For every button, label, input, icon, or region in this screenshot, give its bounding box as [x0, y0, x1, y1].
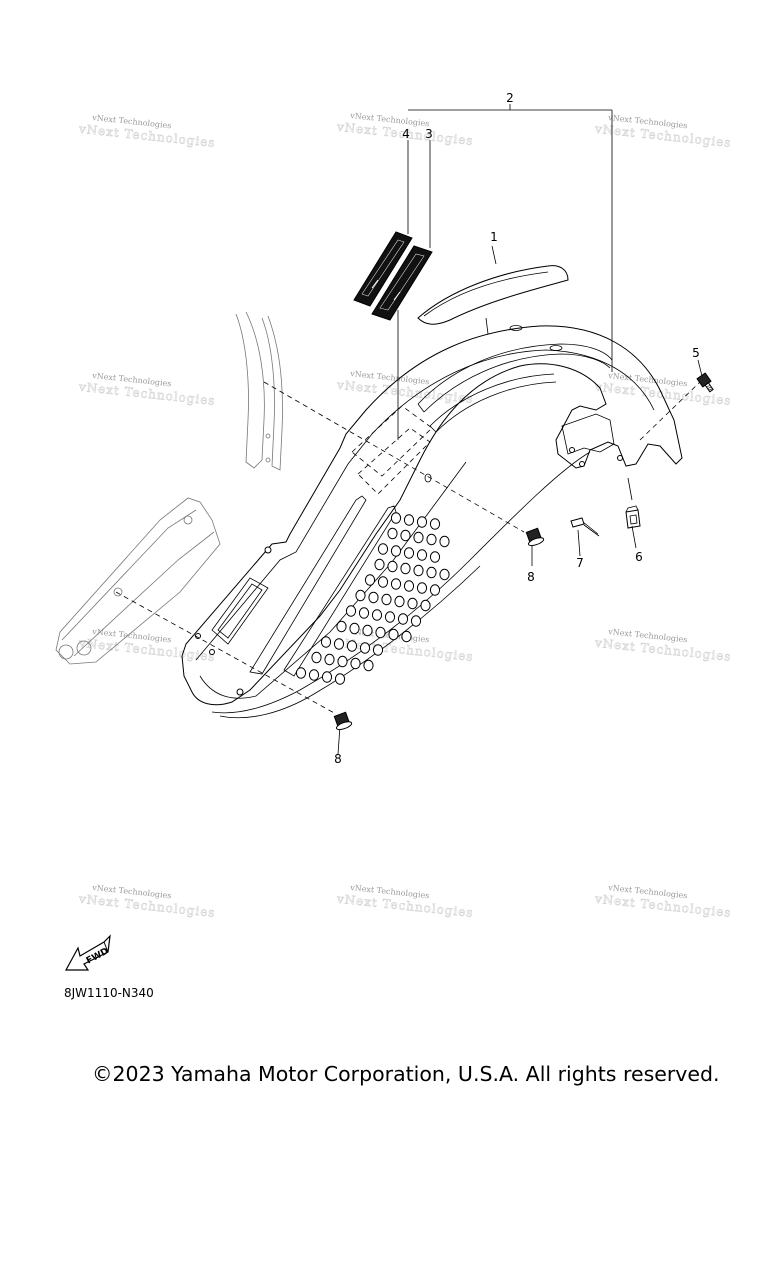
perforation-hole [416, 549, 428, 561]
perforation-hole [390, 578, 402, 590]
perforation-hole [429, 551, 441, 563]
perforation-hole [346, 640, 358, 652]
perforation-hole [349, 622, 360, 635]
perforation-hole [362, 624, 373, 637]
perforation-hole [295, 667, 307, 679]
watermark: vNext Technologies vNext Technologies [593, 627, 733, 664]
perforation-hole [374, 558, 385, 571]
perforation-hole [410, 615, 422, 627]
bolt-8-lower [333, 711, 353, 731]
perforation-hole [320, 636, 332, 648]
perforation-hole [311, 651, 322, 664]
decal-labels [353, 231, 433, 321]
perforation-hole [387, 560, 398, 573]
callout-1: 1 [490, 230, 498, 244]
watermark: vNext Technologies vNext Technologies [335, 883, 475, 920]
perforation-hole [371, 609, 383, 621]
perforated-pad [295, 512, 450, 685]
perforation-hole [359, 642, 371, 654]
perforation-hole [368, 591, 379, 604]
perforation-hole [364, 574, 376, 586]
frame-rail-ghost [235, 311, 283, 471]
perforation-hole [377, 576, 389, 588]
rivet-7 [570, 517, 600, 537]
watermark: vNext Technologies vNext Technologies [593, 113, 733, 150]
copyright-notice: ©2023 Yamaha Motor Corporation, U.S.A. A… [92, 1062, 720, 1086]
perforation-hole [400, 529, 411, 542]
callout-5: 5 [692, 346, 700, 360]
perforation-hole [439, 568, 450, 581]
perforation-hole [403, 514, 415, 526]
perforation-hole [403, 547, 415, 559]
perforation-hole [321, 671, 333, 683]
perforation-hole [413, 564, 424, 577]
callout-labels: 2 4 3 1 5 6 7 8 8 [334, 91, 700, 766]
perforation-hole [377, 543, 389, 555]
perforation-hole [416, 516, 428, 528]
mounting-axes [115, 381, 701, 715]
decal-label-4 [353, 231, 413, 307]
callout-8-upper: 8 [527, 570, 535, 584]
perforation-hole [387, 527, 398, 540]
callout-4: 4 [402, 127, 410, 141]
perforation-hole [401, 630, 412, 643]
leader-lines [337, 104, 703, 755]
perforation-hole [358, 607, 370, 619]
bolt-8-upper [525, 527, 545, 547]
perforation-hole [345, 605, 357, 617]
callout-6: 6 [635, 550, 643, 564]
perforation-hole [337, 655, 348, 668]
swingarm-ghost [55, 497, 221, 665]
perforation-hole [324, 653, 335, 666]
watermark: vNext Technologies vNext Technologies [593, 883, 733, 920]
callout-2: 2 [506, 91, 514, 105]
perforation-hole [372, 644, 384, 656]
perforation-hole [384, 611, 396, 623]
watermark: vNext Technologies vNext Technologies [77, 113, 217, 150]
perforation-hole [375, 626, 386, 639]
perforation-hole [426, 566, 437, 579]
perforation-hole [388, 628, 399, 641]
perforation-hole [420, 599, 431, 612]
callout-3: 3 [425, 127, 433, 141]
perforation-hole [416, 582, 428, 594]
perforation-hole [429, 518, 441, 530]
bolt-5 [696, 372, 714, 393]
decal-label-3 [371, 245, 433, 321]
clip-nut-6 [625, 505, 641, 529]
perforation-hole [403, 580, 415, 592]
perforation-hole [394, 595, 405, 608]
callout-7: 7 [576, 556, 584, 570]
rear-fender [181, 325, 683, 719]
perforation-hole [390, 545, 402, 557]
perforation-hole [381, 593, 392, 606]
perforation-hole [350, 657, 361, 670]
perforation-hole [336, 620, 347, 633]
perforation-hole [397, 613, 409, 625]
watermark: vNext Technologies vNext Technologies [77, 883, 217, 920]
perforation-hole [334, 673, 346, 685]
perforation-hole [429, 584, 441, 596]
perforation-hole [413, 531, 424, 544]
perforation-hole [439, 535, 450, 548]
perforation-hole [333, 638, 345, 650]
perforation-hole [426, 533, 437, 546]
perforation-hole [407, 597, 418, 610]
drawing-code: 8JW1110-N340 [64, 986, 154, 1000]
watermark: vNext Technologies vNext Technologies [77, 371, 217, 408]
perforation-hole [390, 512, 402, 524]
callout-8-lower: 8 [334, 752, 342, 766]
fwd-arrow-icon: FWD [64, 934, 111, 971]
perforation-hole [308, 669, 320, 681]
trim-strip [417, 265, 569, 325]
perforation-hole [355, 589, 366, 602]
perforation-hole [363, 659, 374, 672]
perforation-hole [400, 562, 411, 575]
